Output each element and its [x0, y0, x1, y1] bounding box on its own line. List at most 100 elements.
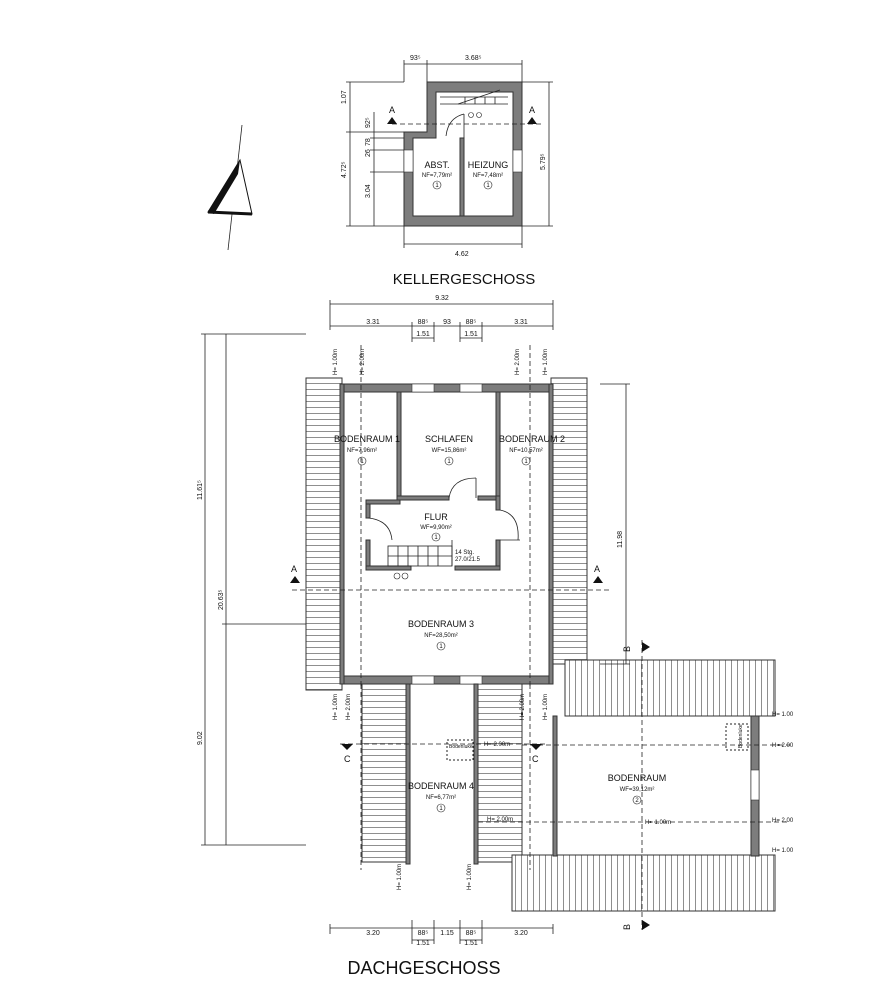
title-attic: DACHGESCHOSS: [347, 958, 500, 978]
room-bodenraum3-unit: 1: [439, 644, 443, 650]
dim-basement-right-total: 5.79⁵: [540, 153, 547, 170]
height-right-1: H= 1.00: [772, 712, 794, 718]
room-bodenraum3-name: BODENRAUM 3: [408, 619, 474, 629]
dim-basement-left-b: 78: [365, 138, 372, 146]
north-arrow-icon: [207, 124, 253, 251]
height-mid-right-1: H= 1.00m: [543, 694, 549, 720]
room-bodenraum2-unit: 1: [524, 459, 528, 465]
attic-plan: 14 Stg. 27.0/21.5 A A Bodenluke Bodenluk…: [197, 295, 794, 947]
room-bodenraum-unit: 2: [635, 798, 639, 804]
room-bodenraum1-name: BODENRAUM 1: [334, 434, 400, 444]
height-top-right-1: H= 1.00m: [543, 349, 549, 375]
section-c-left-icon: [341, 744, 353, 750]
dim-basement-left-total: 4.72⁵: [341, 161, 348, 178]
dim-basement-left-a: 92⁵: [365, 117, 372, 128]
stair-dimension: 27.0/21.5: [455, 557, 481, 563]
height-right-4: H= 1.00: [772, 848, 794, 854]
room-flur-unit: 1: [434, 535, 438, 541]
attic-section-a-right: A: [594, 564, 600, 574]
attic-section-b-bottom: B: [622, 924, 632, 930]
height-mid-right-2: H= 2.00m: [520, 694, 526, 720]
room-schlafen-name: SCHLAFEN: [425, 434, 473, 444]
stair-steps: 14 Stg.: [455, 550, 474, 556]
height-mid-left-2: H= 2.00m: [346, 694, 352, 720]
room-schlafen-area: WF=15,86m²: [432, 448, 467, 454]
room-heizung-unit: 1: [486, 183, 490, 189]
section-mark-a-right: A: [529, 105, 535, 115]
height-top-left-2: H= 2.00m: [360, 349, 366, 375]
dim-attic-bottom-f: 1.51: [416, 940, 430, 947]
dim-basement-top-right: 3.68⁵: [465, 55, 482, 62]
dim-attic-top-f: 1.51: [416, 331, 430, 338]
dim-basement-left-top: 1.07: [341, 90, 348, 104]
room-schlafen-unit: 1: [447, 459, 451, 465]
dim-attic-left-total: 20.63⁵: [218, 589, 225, 610]
dim-attic-left-lower: 9.02: [197, 731, 204, 745]
dim-attic-top-d: 88⁵: [466, 319, 477, 326]
room-abst-unit: 1: [435, 183, 439, 189]
dim-attic-left-upper: 11.61⁵: [197, 480, 204, 500]
section-a-left-icon: [387, 117, 397, 124]
dim-attic-bottom-e: 3.20: [514, 930, 528, 937]
dim-basement-bottom: 4.62: [455, 251, 469, 258]
room-heizung-name: HEIZUNG: [468, 160, 509, 170]
dim-basement-left-c: 26: [365, 149, 372, 157]
height-right-2: H= 2.00: [772, 743, 794, 749]
dim-attic-top-b: 88⁵: [418, 319, 429, 326]
height-top-right-2: H= 2.00m: [515, 349, 521, 375]
section-b-top-icon: [642, 642, 650, 652]
room-bodenraum1-unit: 1: [360, 459, 364, 465]
section-mark-a-left: A: [389, 105, 395, 115]
height-wing-2m-a: H= 2.00m: [484, 742, 510, 748]
attic-section-c-right: C: [532, 754, 539, 764]
room-bodenraum2-area: NF=10,57m²: [509, 448, 543, 454]
dim-attic-bottom-d: 88⁵: [466, 930, 477, 937]
height-mid-left-1: H= 1.00m: [333, 694, 339, 720]
dim-attic-top-c: 93: [443, 319, 451, 326]
room-bodenraum4-unit: 1: [439, 806, 443, 812]
room-bodenraum4-area: NF=6,77m²: [426, 795, 456, 801]
room-bodenraum-area: WF=39,12m²: [620, 787, 655, 793]
section-a-attic-left-icon: [290, 576, 300, 583]
height-wing-2m-b: H= 2.00m: [487, 817, 513, 823]
dim-attic-top-total: 9.32: [435, 295, 449, 302]
room-bodenraum-name: BODENRAUM: [608, 773, 667, 783]
dim-attic-right-mid: 11.98: [617, 531, 624, 548]
height-top-left-1: H= 1.00m: [333, 349, 339, 375]
dim-attic-bottom-b: 88⁵: [418, 930, 429, 937]
section-c-right-icon: [530, 744, 542, 750]
room-bodenraum4-name: BODENRAUM 4: [408, 781, 474, 791]
dim-attic-bottom-c: 1.15: [440, 930, 454, 937]
dim-basement-left-d: 3.04: [365, 184, 372, 198]
height-wing-1m: H= 1.00m: [645, 820, 671, 826]
basement-plan: A A 93⁵ 3.68⁵ 4.62 1.07 4.72⁵: [341, 55, 553, 258]
section-b-bottom-icon: [642, 920, 650, 930]
room-bodenraum3-area: NF=28,50m²: [424, 633, 458, 639]
room-abst-name: ABST.: [424, 160, 449, 170]
dim-attic-bottom-g: 1.51: [464, 940, 478, 947]
room-flur-name: FLUR: [424, 512, 448, 522]
dim-attic-top-e: 3.31: [514, 319, 528, 326]
section-a-attic-right-icon: [593, 576, 603, 583]
dim-basement-top-left: 93⁵: [410, 55, 421, 62]
attic-section-c-left: C: [344, 754, 351, 764]
room-flur-area: WF=9,90m²: [420, 525, 452, 531]
dim-attic-bottom-a: 3.20: [366, 930, 380, 937]
attic-section-b-top: B: [622, 646, 632, 652]
height-bottom-left: H= 1.00m: [397, 864, 403, 890]
hatch-label-right: Bodenluke: [738, 724, 744, 748]
room-heizung-area: NF=7,48m²: [473, 173, 503, 179]
attic-section-a-left: A: [291, 564, 297, 574]
dim-attic-top-a: 3.31: [366, 319, 380, 326]
room-bodenraum2-name: BODENRAUM 2: [499, 434, 565, 444]
title-basement: KELLERGESCHOSS: [393, 271, 536, 288]
dim-attic-top-g: 1.51: [464, 331, 478, 338]
attic-stair: [387, 540, 453, 567]
room-abst-area: NF=7,79m²: [422, 173, 452, 179]
section-a-right-icon: [527, 117, 537, 124]
hatch-label-left: Bodenluke: [449, 744, 473, 750]
height-bottom-right: H= 1.00m: [467, 864, 473, 890]
height-right-3: H= 2.00: [772, 818, 794, 824]
room-bodenraum1-area: NF=7,96m²: [347, 448, 377, 454]
